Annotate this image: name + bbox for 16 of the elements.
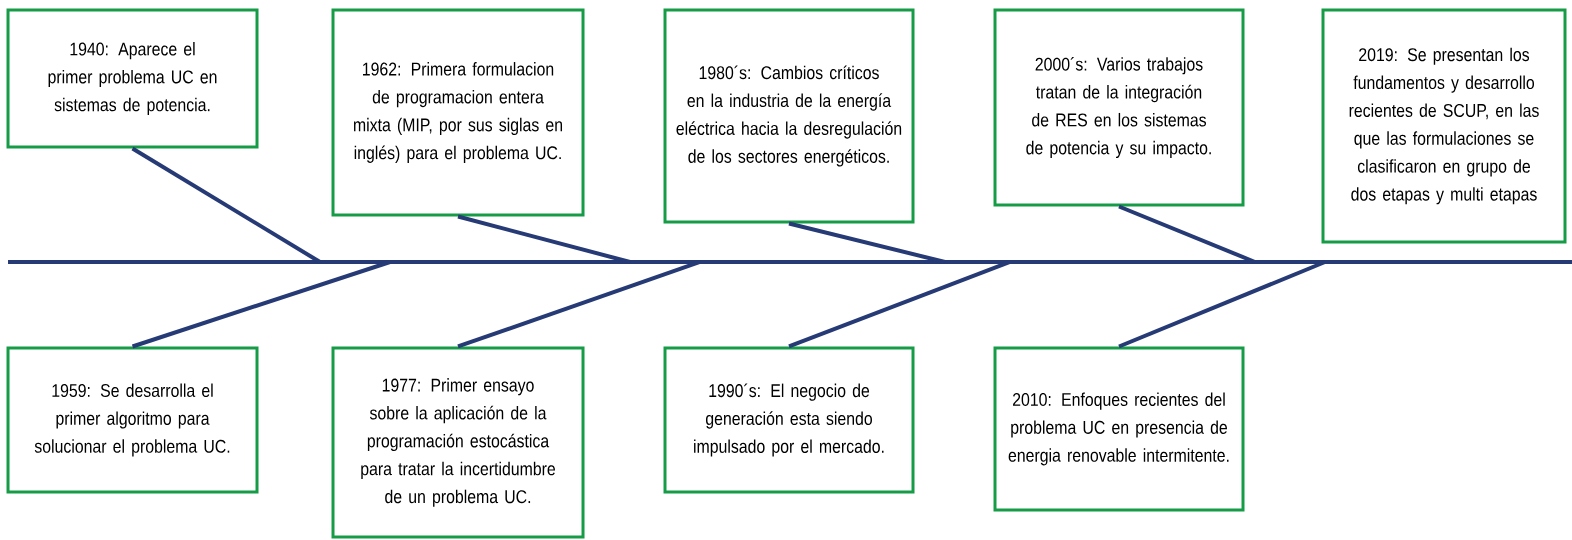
branch-line [131, 260, 391, 349]
branch-line [457, 214, 631, 264]
event-box: 1990´s: El negocio de generación esta siendo impulsado por el mercado. [663, 346, 915, 494]
branch-line [788, 260, 1011, 349]
event-box: 1940: Aparece el primer problema UC en sistemas de potencia. [6, 8, 259, 149]
branch-line [457, 260, 701, 349]
event-box: 2019: Se presentan los fundamentos y desarrollo recientes de SCUP, en las que las formulaciones se clasificaron en grupo de dos etapas y multi etapas [1321, 8, 1567, 244]
event-box: 2000´s: Varios trabajos tratan de la integración de RES en los sistemas de potencia y su impacto. [993, 8, 1245, 207]
branch-line [1118, 204, 1256, 264]
branch-line [1118, 260, 1326, 349]
event-box: 1977: Primer ensayo sobre la aplicación de la programación estocástica para tratar la incertidumbre de un problema UC. [331, 346, 585, 539]
event-box: 2010: Enfoques recientes del problema UC en presencia de energia renovable intermitente. [993, 346, 1245, 512]
event-box: 1962: Primera formulacion de programacion entera mixta (MIP, por sus siglas en inglés) para el problema UC. [331, 8, 585, 217]
branch-line [788, 221, 946, 264]
event-box: 1980´s: Cambios críticos en la industria de la energía eléctrica hacia la desregulación de los sectores energéticos. [663, 8, 915, 224]
event-box: 1959: Se desarrolla el primer algoritmo para solucionar el problema UC. [6, 346, 259, 494]
